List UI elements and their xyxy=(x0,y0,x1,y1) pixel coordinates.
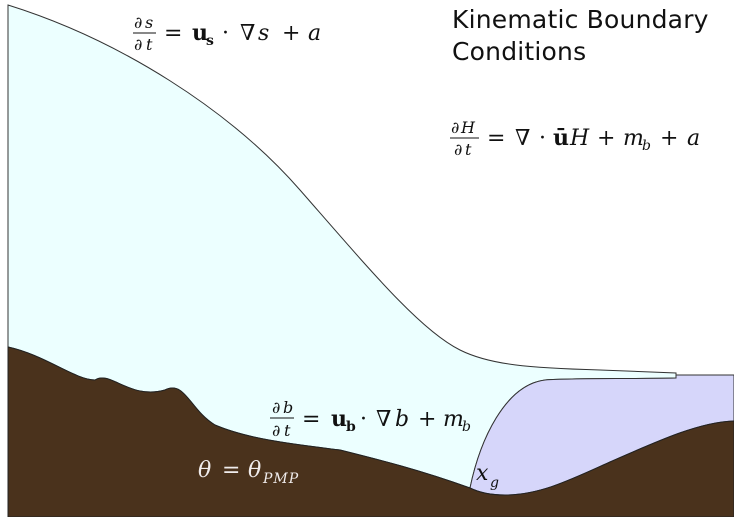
surface-num-var: s xyxy=(145,13,153,32)
surface-plus: + xyxy=(282,21,300,46)
temperature-condition: θ = θ PMP xyxy=(198,458,299,487)
thickness-den-d: ∂ xyxy=(454,140,462,159)
bed-dot: · xyxy=(360,407,367,432)
thickness-equation: ∂ H ∂ t = ∇ · ū H + m b + a xyxy=(450,118,700,159)
surface-var: s xyxy=(258,21,269,46)
surface-a: a xyxy=(308,21,321,46)
bed-equation: ∂ b ∂ t = u b · ∇ b + m b xyxy=(270,398,471,440)
title-line-1: Kinematic Boundary xyxy=(452,5,709,34)
bed-var: b xyxy=(395,407,409,432)
thickness-den-var: t xyxy=(465,140,472,159)
theta-pmp-sub: PMP xyxy=(262,471,299,487)
bed-m: m xyxy=(443,407,464,432)
grounding-line-label: x g xyxy=(476,461,499,491)
bed-num-d: ∂ xyxy=(272,398,280,417)
thickness-num-var: H xyxy=(460,118,476,137)
bed-m-sub: b xyxy=(462,419,471,435)
surface-equals: = xyxy=(164,21,182,46)
grounding-sub: g xyxy=(490,475,499,491)
thickness-plus1: + xyxy=(597,126,615,151)
bed-equals: = xyxy=(302,407,320,432)
thickness-dot: · xyxy=(539,126,546,151)
thickness-nabla: ∇ xyxy=(515,126,530,151)
bedrock-region xyxy=(7,346,734,517)
bed-u: u xyxy=(331,406,347,432)
thickness-m: m xyxy=(623,126,644,151)
surface-equation: ∂ s ∂ t = u s · ∇ s + a xyxy=(133,13,321,54)
surface-den-var: t xyxy=(146,35,153,54)
thickness-ubar: ū xyxy=(553,125,569,151)
thickness-H: H xyxy=(569,126,590,151)
bed-plus: + xyxy=(418,407,436,432)
thickness-m-sub: b xyxy=(642,138,651,154)
thickness-plus2: + xyxy=(660,126,678,151)
title-line-2: Conditions xyxy=(452,37,587,66)
bed-num-var: b xyxy=(283,398,293,417)
surface-nabla: ∇ xyxy=(240,21,255,46)
thickness-a: a xyxy=(687,126,700,151)
bed-u-sub: b xyxy=(346,419,356,435)
theta-pmp-symbol: θ xyxy=(248,458,261,483)
bed-den-d: ∂ xyxy=(272,421,280,440)
surface-u: u xyxy=(192,20,208,46)
diagram-title: Kinematic Boundary Conditions xyxy=(452,4,709,68)
thickness-equals: = xyxy=(487,126,505,151)
surface-den-d: ∂ xyxy=(134,35,142,54)
thickness-num-d: ∂ xyxy=(451,118,459,137)
surface-u-sub: s xyxy=(206,33,214,49)
bed-nabla: ∇ xyxy=(376,407,391,432)
theta-equals: = xyxy=(222,458,240,483)
grounding-x: x xyxy=(476,461,489,486)
bed-den-var: t xyxy=(284,421,291,440)
surface-num-d: ∂ xyxy=(134,13,142,32)
surface-dot: · xyxy=(222,21,229,46)
theta-symbol: θ xyxy=(198,458,211,483)
